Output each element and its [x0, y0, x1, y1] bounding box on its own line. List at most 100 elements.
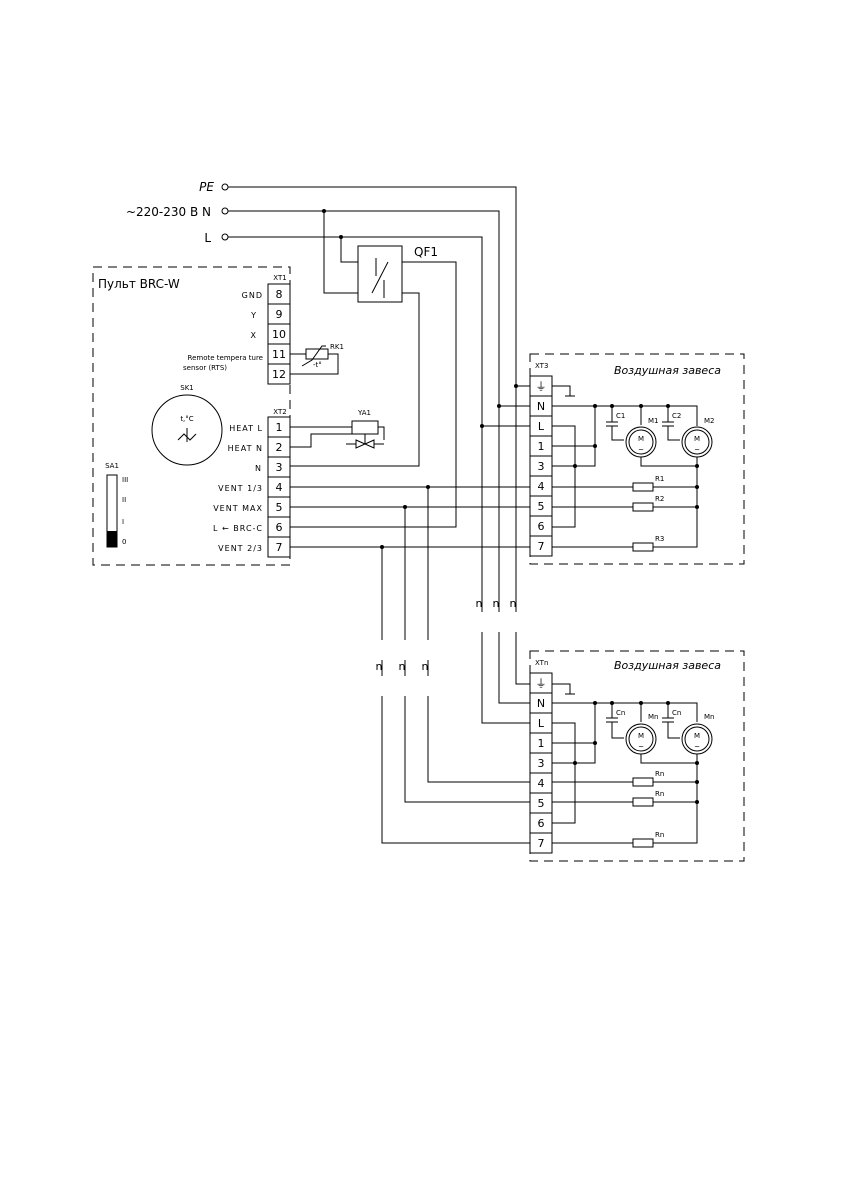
sa1-pos-1: I [122, 518, 124, 526]
xt3-terminal-6: 6 [538, 520, 545, 533]
l-label: L [204, 231, 211, 245]
xtn-terminal-7: 7 [538, 837, 545, 850]
sk1-sensor: SK1 t,°C [151, 384, 223, 466]
control-panel: Пульт BRC-W XT1 8 9 10 11 12 GND Y X Rem… [92, 266, 344, 566]
sa1-switch: SA1 III II I 0 [105, 462, 128, 548]
xtn-title: XTn [535, 659, 548, 667]
xt3-terminal-n: N [537, 400, 545, 413]
m1-tilde: ~ [638, 446, 644, 454]
xt2-title: XT2 [273, 408, 286, 416]
xt1-terminal-12: 12 [272, 368, 286, 381]
sk1-symbol: t,°C [180, 415, 193, 423]
supply-terminals: PE ~220-230 В N L [126, 180, 229, 245]
rk1-symbol: -t° [313, 361, 322, 369]
qf1-breaker: QF1 [357, 245, 438, 303]
xt3-terminal-3: 3 [538, 460, 545, 473]
m2-tilde: ~ [694, 446, 700, 454]
ya1-label: YA1 [357, 409, 371, 417]
c1-label: C1 [616, 412, 625, 420]
r2-label: R2 [655, 495, 664, 503]
xtn-block: ⏚ N L 1 3 4 5 6 7 [529, 672, 553, 854]
xt1-terminal-9: 9 [276, 308, 283, 321]
xt2-label-l-brc-c: L ← BRC-C [213, 524, 263, 533]
xt3-terminal-pe: ⏚ [536, 380, 547, 393]
r3-label: R3 [655, 535, 664, 543]
xt2-block: 1 2 3 4 5 6 7 HEAT L HEAT N N VENT 1/3 V… [213, 416, 291, 558]
break-mark: n [493, 597, 500, 610]
mn-right-tilde: ~ [694, 743, 700, 751]
sa1-pos-2: II [122, 496, 126, 504]
m1-label: M1 [648, 417, 659, 425]
rts-label-1: Remote tempera ture [188, 354, 263, 362]
break-mark: n [376, 660, 383, 673]
xt2-label-heat-n: HEAT N [228, 444, 263, 453]
xt2-terminal-4: 4 [276, 481, 283, 494]
pe-terminal [221, 183, 229, 191]
xt2-terminal-5: 5 [276, 501, 283, 514]
xt2-terminal-3: 3 [276, 461, 283, 474]
rn-3-label: Rn [655, 831, 664, 839]
mn-left-tilde: ~ [638, 743, 644, 751]
xt1-terminal-10: 10 [272, 328, 286, 341]
xtn-terminal-n: N [537, 697, 545, 710]
qf1-label: QF1 [414, 245, 438, 259]
rts-label-2: sensor (RTS) [183, 364, 227, 372]
m1-symbol: M [638, 435, 644, 443]
curtain1-title: Воздушная завеса [614, 364, 721, 377]
xt1-title: XT1 [273, 274, 286, 282]
xt1-terminal-11: 11 [272, 348, 286, 361]
xt2-terminal-1: 1 [276, 421, 283, 434]
ya1-valve: YA1 [290, 409, 385, 449]
c2-label: C2 [672, 412, 681, 420]
xt3-title: XT3 [535, 362, 548, 370]
rn-2-label: Rn [655, 790, 664, 798]
m2-label: M2 [704, 417, 715, 425]
xtn-terminal-1: 1 [538, 737, 545, 750]
xt1-label-gnd: GND [242, 291, 263, 300]
xt2-label-heat-l: HEAT L [229, 424, 263, 433]
xt2-label-vent-23: VENT 2/3 [218, 544, 263, 553]
break-mark: n [510, 597, 517, 610]
rk1-label: RK1 [330, 343, 344, 351]
xt2-terminal-2: 2 [276, 441, 283, 454]
mn-right-label: Mn [704, 713, 714, 721]
cn-right-label: Cn [672, 709, 681, 717]
xtn-terminal-l: L [538, 717, 545, 730]
xt3-terminal-1: 1 [538, 440, 545, 453]
xt2-label-vent-max: VENT MAX [213, 504, 263, 513]
main-wires [228, 186, 530, 844]
xtn-terminal-6: 6 [538, 817, 545, 830]
xt3-terminal-l: L [538, 420, 545, 433]
sk1-label: SK1 [180, 384, 194, 392]
xt3-terminal-4: 4 [538, 480, 545, 493]
curtain-1: Воздушная завеса XT3 ⏚ N L 1 3 4 5 6 7 [529, 353, 745, 565]
break-mark: n [399, 660, 406, 673]
xt1-block: 8 9 10 11 12 GND Y X [242, 283, 291, 385]
xt2-terminal-6: 6 [276, 521, 283, 534]
xtn-terminal-5: 5 [538, 797, 545, 810]
xt2-label-n: N [255, 464, 262, 473]
pe-label: PE [199, 180, 214, 194]
mn-right-symbol: M [694, 732, 700, 740]
break-mark: n [422, 660, 429, 673]
break-mark: n [476, 597, 483, 610]
xt1-label-x: X [251, 331, 257, 340]
xt1-label-y: Y [250, 311, 257, 320]
sa1-label: SA1 [105, 462, 119, 470]
rk1-sensor: RK1 -t° [290, 343, 344, 375]
mn-left-label: Mn [648, 713, 658, 721]
xt3-block: ⏚ N L 1 3 4 5 6 7 [529, 375, 553, 557]
xtn-terminal-pe: ⏚ [536, 677, 547, 690]
mn-left-symbol: M [638, 732, 644, 740]
xt1-terminal-8: 8 [276, 288, 283, 301]
m2-symbol: M [694, 435, 700, 443]
xt2-label-vent-13: VENT 1/3 [218, 484, 263, 493]
rn-1-label: Rn [655, 770, 664, 778]
panel-title: Пульт BRC-W [98, 277, 180, 291]
wire-breaks: n n n n n n [376, 597, 522, 696]
curtain2-title: Воздушная завеса [614, 659, 721, 672]
xt3-terminal-5: 5 [538, 500, 545, 513]
n-label: ~220-230 В N [126, 205, 211, 219]
l-terminal [221, 233, 229, 241]
